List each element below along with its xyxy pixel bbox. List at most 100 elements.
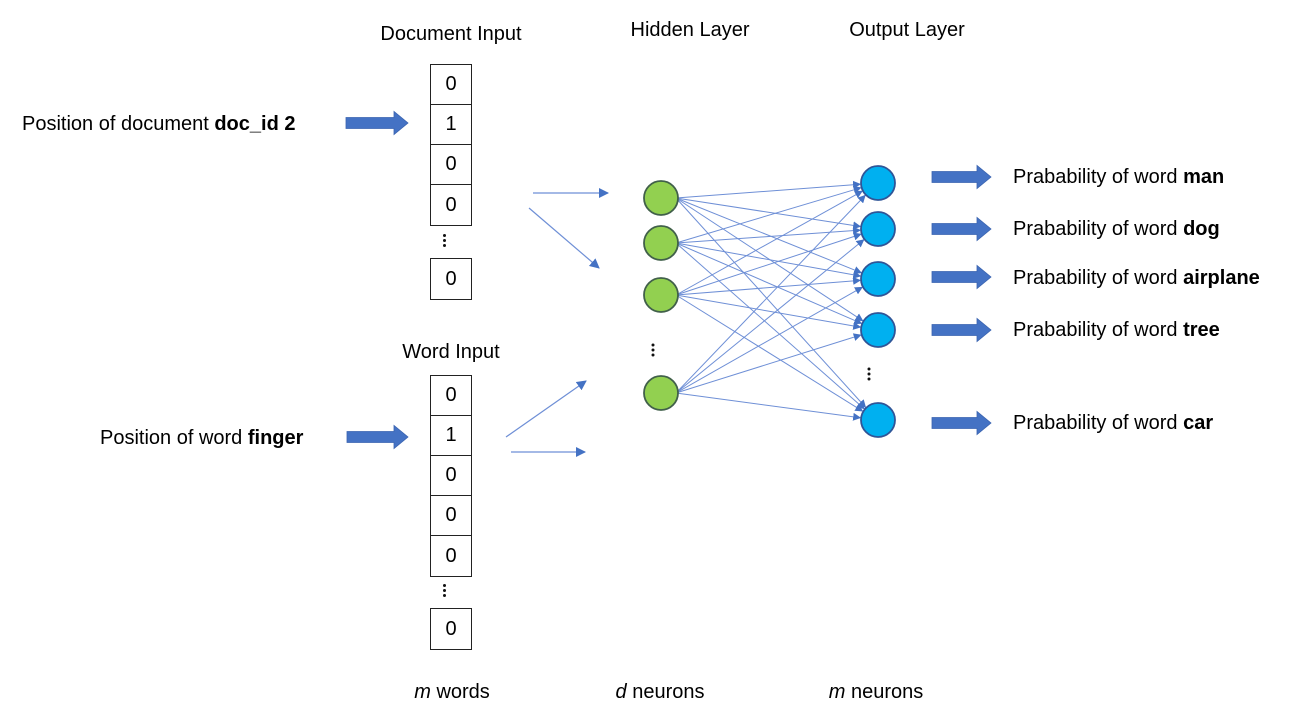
ellipsis-dot	[651, 343, 655, 347]
vector-cell: 0	[431, 456, 471, 496]
word-input-header: Word Input	[402, 341, 500, 363]
output-neuron	[860, 402, 896, 438]
output-label: Prabability of word tree	[1013, 320, 1220, 340]
output-word: car	[1183, 412, 1214, 434]
output-layer-header: Output Layer	[849, 19, 965, 41]
connections	[675, 180, 867, 421]
word-position-label: Position of word finger	[100, 428, 303, 448]
ellipsis-icon	[443, 584, 447, 599]
connection-edge	[675, 226, 862, 244]
document-input-header: Document Input	[380, 23, 522, 45]
output-neuron	[860, 165, 896, 201]
connection-edge	[675, 242, 865, 410]
document-position-label: Position of document doc_id 2	[22, 114, 295, 134]
vector-cell: 1	[431, 105, 471, 145]
connection-edge	[675, 294, 864, 412]
vector-cell: 0	[445, 544, 457, 567]
connection-edge	[675, 239, 865, 394]
output-arrow-icon	[931, 216, 992, 242]
ellipsis-dot	[867, 372, 871, 376]
output-label: Prabability of word man	[1013, 167, 1224, 187]
vector-cell: 0	[431, 376, 471, 416]
vector-cell: 0	[431, 65, 471, 105]
ellipsis-dot	[651, 353, 655, 357]
output-layer-nodes	[860, 165, 896, 438]
ellipsis-icon	[443, 234, 447, 249]
connection-edge	[675, 294, 862, 330]
document-label-prefix: Position of document	[22, 113, 215, 135]
connection-edge	[675, 242, 863, 325]
document-position-arrow-icon	[345, 110, 409, 136]
connection-edge	[675, 180, 862, 199]
vector-cell: 0	[445, 193, 457, 216]
connection-edge	[675, 232, 862, 296]
output-arrow-icon	[931, 264, 992, 290]
connection-edge	[675, 286, 863, 394]
output-label-prefix: Prabability of word	[1013, 319, 1184, 341]
hidden-neuron	[643, 180, 679, 216]
block-arrows	[345, 110, 992, 450]
unit: neurons	[626, 681, 705, 703]
connection-edge	[675, 197, 863, 274]
hidden-neuron	[643, 375, 679, 411]
ellipsis-dot	[867, 377, 871, 381]
hidden-layer-nodes	[643, 180, 679, 411]
connection-edge	[675, 194, 866, 394]
variable: d	[615, 681, 627, 703]
output-neuron	[860, 261, 896, 297]
connection-edge	[675, 242, 862, 279]
hidden-size-label: d neurons	[616, 682, 705, 702]
unit: words	[430, 681, 490, 703]
output-label: Prabability of word airplane	[1013, 268, 1260, 288]
input-word: finger	[247, 427, 304, 449]
word-input-vector: 0 1 0 0 0	[430, 375, 472, 577]
variable: m	[828, 681, 846, 703]
output-word: tree	[1183, 319, 1220, 341]
vector-cell: 1	[431, 416, 471, 456]
output-label-prefix: Prabability of word	[1013, 267, 1184, 289]
vector-cell: 0	[445, 617, 457, 640]
connection-edge	[675, 276, 862, 296]
word-position-arrow-icon	[346, 424, 409, 450]
connection-edge	[675, 190, 863, 296]
vector-cell: 0	[445, 267, 457, 290]
hidden-neuron	[643, 225, 679, 261]
output-word: airplane	[1183, 267, 1260, 289]
document-input-last-cell: 0	[430, 258, 472, 300]
ellipsis-dots	[651, 343, 871, 381]
connection-edge	[675, 333, 862, 394]
connection-edge	[675, 197, 862, 230]
output-label: Prabability of word car	[1013, 413, 1213, 433]
word-label-prefix: Position of word	[100, 427, 248, 449]
document-input-vector: 0 1 0 0	[430, 64, 472, 226]
output-arrow-icon	[931, 164, 992, 190]
connection-edge	[675, 185, 862, 244]
ellipsis-dot	[867, 367, 871, 371]
output-label: Prabability of word dog	[1013, 219, 1220, 239]
connection-edge	[675, 392, 862, 421]
output-neuron	[860, 312, 896, 348]
vector-cell: 0	[431, 145, 471, 185]
output-label-prefix: Prabability of word	[1013, 166, 1184, 188]
vector-cell: 0	[431, 496, 471, 536]
output-size-label: m neurons	[829, 682, 924, 702]
output-label-prefix: Prabability of word	[1013, 412, 1184, 434]
output-arrow-icon	[931, 317, 992, 343]
word-input-last-cell: 0	[430, 608, 472, 650]
output-arrow-icon	[931, 410, 992, 436]
hidden-neuron	[643, 277, 679, 313]
ellipsis-dot	[651, 348, 655, 352]
output-word: dog	[1183, 218, 1220, 240]
output-neuron	[860, 211, 896, 247]
unit: neurons	[845, 681, 924, 703]
input-flow-arrow	[505, 380, 587, 438]
hidden-layer-header: Hidden Layer	[630, 19, 750, 41]
variable: m	[414, 681, 431, 703]
output-label-prefix: Prabability of word	[1013, 218, 1184, 240]
connection-edge	[675, 197, 867, 408]
input-size-label: m words	[414, 682, 490, 702]
input-flow-arrow	[528, 207, 600, 269]
input-arrows	[505, 188, 609, 457]
output-word: man	[1183, 166, 1225, 188]
